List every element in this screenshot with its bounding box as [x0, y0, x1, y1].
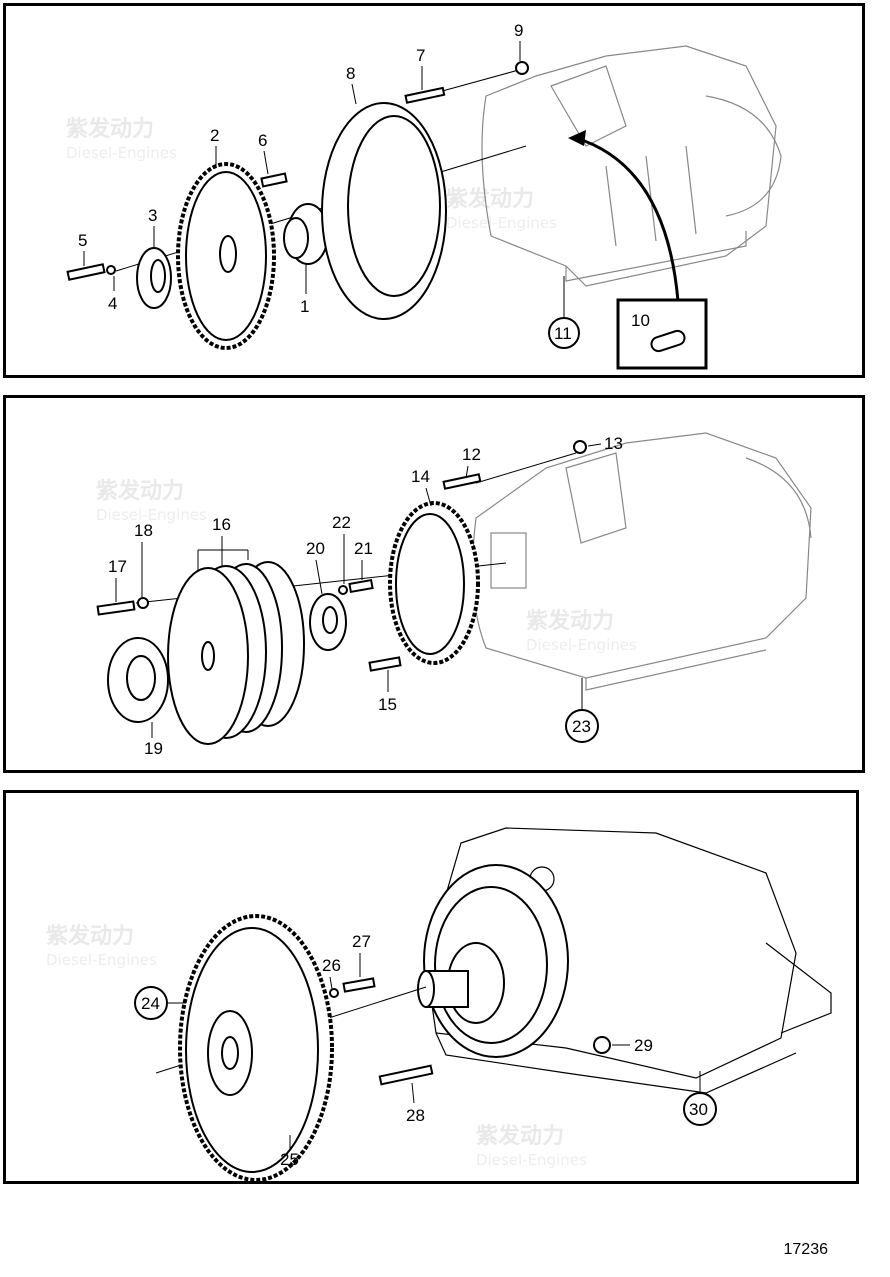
- callout-26: 26: [322, 956, 341, 975]
- engine-housing-outline: [472, 432, 812, 691]
- callout-3: 3: [148, 206, 157, 225]
- engine-housing-outline: [481, 45, 782, 287]
- washer-part-26: [329, 988, 339, 998]
- callout-15: 15: [378, 695, 397, 714]
- callout-24: 24: [141, 994, 160, 1013]
- callout-4: 4: [108, 294, 117, 313]
- callout-2: 2: [210, 126, 219, 145]
- callout-22: 22: [332, 513, 351, 532]
- callout-circle-23: [565, 709, 599, 743]
- callout-29: 29: [634, 1036, 653, 1055]
- callout-10: 10: [631, 311, 650, 330]
- watermark-brand: 紫发动力: [46, 923, 134, 949]
- watermark-brand: 紫发动力: [476, 1123, 564, 1149]
- gear-part-2: [176, 162, 276, 350]
- callout-circle-30: [683, 1092, 717, 1126]
- nut-part-9: [515, 61, 529, 75]
- flywheel-part-25: [178, 914, 334, 1181]
- callout-17: 17: [108, 557, 127, 576]
- seal-part-19: [107, 637, 169, 723]
- callout-5: 5: [78, 231, 87, 250]
- callout-19: 19: [144, 739, 163, 758]
- callout-28: 28: [406, 1106, 425, 1125]
- callout-23: 23: [572, 717, 591, 736]
- callout-11: 11: [554, 324, 572, 343]
- callout-18: 18: [134, 521, 153, 540]
- bolt-part-15: [368, 656, 402, 672]
- callout-circle-11: [548, 317, 580, 349]
- washer-part-22: [338, 585, 348, 595]
- panel-middle: 紫发动力 Diesel-Engines 紫发动力 Diesel-Engines: [3, 395, 865, 773]
- engine-block-outline: [417, 827, 832, 1094]
- watermark-brand: 紫发动力: [96, 478, 184, 504]
- pulley-part-16: [167, 561, 305, 745]
- drawing-number: 17236: [783, 1241, 829, 1258]
- callout-8: 8: [346, 64, 355, 83]
- bolt-part-17: [96, 600, 136, 616]
- watermark-sub: Diesel-Engines: [46, 951, 157, 969]
- inset-box-10: 10: [616, 298, 708, 370]
- callout-21: 21: [354, 539, 373, 558]
- axis-line: [475, 452, 577, 484]
- watermark-sub: Diesel-Engines: [526, 636, 637, 654]
- ring-part-8: [321, 102, 447, 320]
- callout-7: 7: [416, 46, 425, 65]
- bolt-part-27: [342, 977, 376, 993]
- watermark-brand: 紫发动力: [446, 186, 534, 212]
- callout-12: 12: [462, 445, 481, 464]
- callout-14: 14: [411, 467, 430, 486]
- panel-top-drawing: 紫发动力 Diesel-Engines 紫发动力 Diesel-Engines: [66, 21, 782, 370]
- stud-part-28: [378, 1064, 434, 1086]
- watermark-sub: Diesel-Engines: [96, 506, 207, 524]
- callout-1: 1: [300, 297, 309, 316]
- panel-top: 紫发动力 Diesel-Engines 紫发动力 Diesel-Engines: [3, 3, 865, 378]
- stud-part-12: [442, 473, 482, 490]
- callout-20: 20: [306, 539, 325, 558]
- callout-6: 6: [258, 131, 267, 150]
- watermark-brand: 紫发动力: [526, 608, 614, 634]
- washer-part-20: [309, 593, 347, 651]
- hub-part-1: [283, 203, 329, 265]
- callout-30: 30: [689, 1100, 708, 1119]
- panel-middle-drawing: 紫发动力 Diesel-Engines 紫发动力 Diesel-Engines: [96, 432, 812, 758]
- watermark-sub: Diesel-Engines: [66, 144, 177, 162]
- callout-13: 13: [604, 434, 623, 453]
- washer-part-18: [137, 597, 149, 609]
- bolt-part-5: [66, 263, 116, 281]
- callout-25: 25: [280, 1150, 299, 1169]
- gear-ring-part-14: [388, 501, 480, 665]
- stud-part-7: [404, 86, 446, 104]
- pointer-arrow: [575, 136, 680, 302]
- watermark-sub: Diesel-Engines: [476, 1151, 587, 1169]
- bolt-part-21: [348, 578, 374, 594]
- callout-27: 27: [352, 932, 371, 951]
- arrow-head: [568, 130, 586, 146]
- nut-part-13: [573, 440, 587, 454]
- washer-part-3: [136, 247, 172, 309]
- panel-bottom-drawing: 紫发动力 Diesel-Engines 紫发动力 Diesel-Engines: [46, 827, 832, 1181]
- nut-part-29: [593, 1036, 611, 1054]
- watermark-sub: Diesel-Engines: [446, 214, 557, 232]
- callout-16: 16: [212, 515, 231, 534]
- panel-bottom: 紫发动力 Diesel-Engines 紫发动力 Diesel-Engines: [3, 790, 859, 1184]
- bolt-part-6: [260, 172, 288, 188]
- watermark-brand: 紫发动力: [66, 116, 154, 142]
- callout-9: 9: [514, 21, 523, 40]
